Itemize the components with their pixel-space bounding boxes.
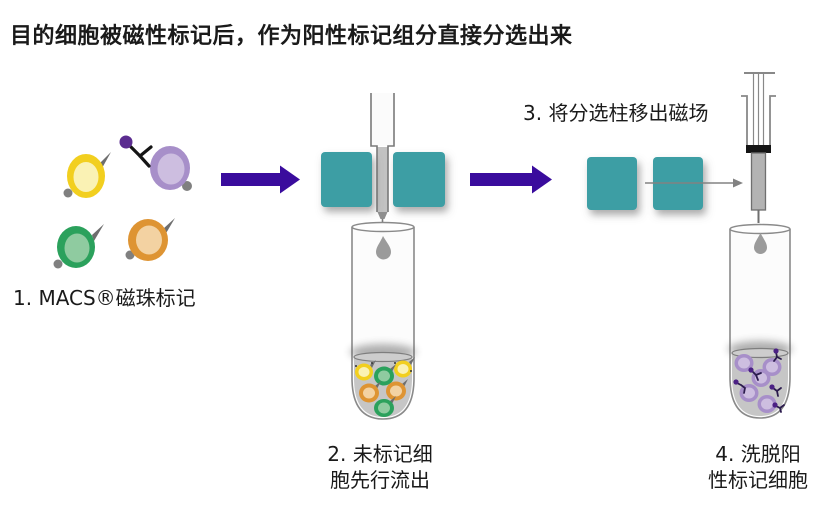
tube-rim <box>351 221 415 233</box>
cell-bump <box>63 188 73 198</box>
syringe-barrel <box>741 95 776 147</box>
flow-arrow-2-icon <box>470 165 552 194</box>
step1-label: 1. MACS®磁珠标记 <box>13 286 196 310</box>
positive-labeled-cells <box>733 348 785 413</box>
step3-label: 3. 将分选柱移出磁场 <box>523 101 709 125</box>
syringe-column <box>741 72 776 223</box>
bead-marker-icon <box>733 379 746 394</box>
plunger-rod <box>752 74 765 146</box>
tube-rim <box>729 223 791 235</box>
move-out-arrow-icon <box>645 178 743 188</box>
droplet-icon <box>376 236 391 260</box>
magnet-block-left <box>321 152 372 207</box>
bead-marker-icon <box>748 367 762 381</box>
droplet-icon <box>754 233 767 254</box>
liquid-surface <box>353 351 413 363</box>
unlabeled-cells <box>355 357 415 417</box>
magnet-pair-removed <box>587 157 743 210</box>
magnetic-bead-icon <box>119 135 133 149</box>
cell-orange <box>128 219 168 261</box>
column-reservoir <box>372 93 393 146</box>
cell-green <box>57 226 95 268</box>
column-wall <box>370 93 378 212</box>
step4-label: 4. 洗脱阳 性标记细胞 <box>708 442 808 492</box>
bead-marker-icon <box>769 384 782 397</box>
page-title: 目的细胞被磁性标记后，作为阳性标记组分直接分选出来 <box>10 24 573 49</box>
collection-tube-eluate <box>728 223 792 419</box>
column-body <box>750 152 767 211</box>
cell-spike <box>92 224 104 241</box>
separation-column-in-magnet <box>321 93 445 230</box>
collection-tube-flowthrough <box>350 221 416 420</box>
step1-cell-mix <box>53 135 192 269</box>
bead-marker-icon <box>773 348 782 362</box>
column-wall <box>387 93 395 212</box>
flow-arrow-1-icon <box>221 165 300 194</box>
cell-bump <box>53 259 63 269</box>
step2-label: 2. 未标记细 胞先行流出 <box>327 442 433 492</box>
plunger-seal <box>746 145 771 153</box>
cell-yellow <box>67 154 105 198</box>
column-matrix <box>377 147 388 212</box>
antibody-icon <box>119 135 153 168</box>
magnet-block-left <box>587 157 637 210</box>
cell-bump <box>182 181 192 191</box>
cell-spike <box>163 218 175 235</box>
cell-purple-target <box>150 146 190 190</box>
bead-marker-icon <box>772 402 785 413</box>
column-outlet <box>377 212 388 219</box>
magnet-block-right <box>393 152 445 207</box>
